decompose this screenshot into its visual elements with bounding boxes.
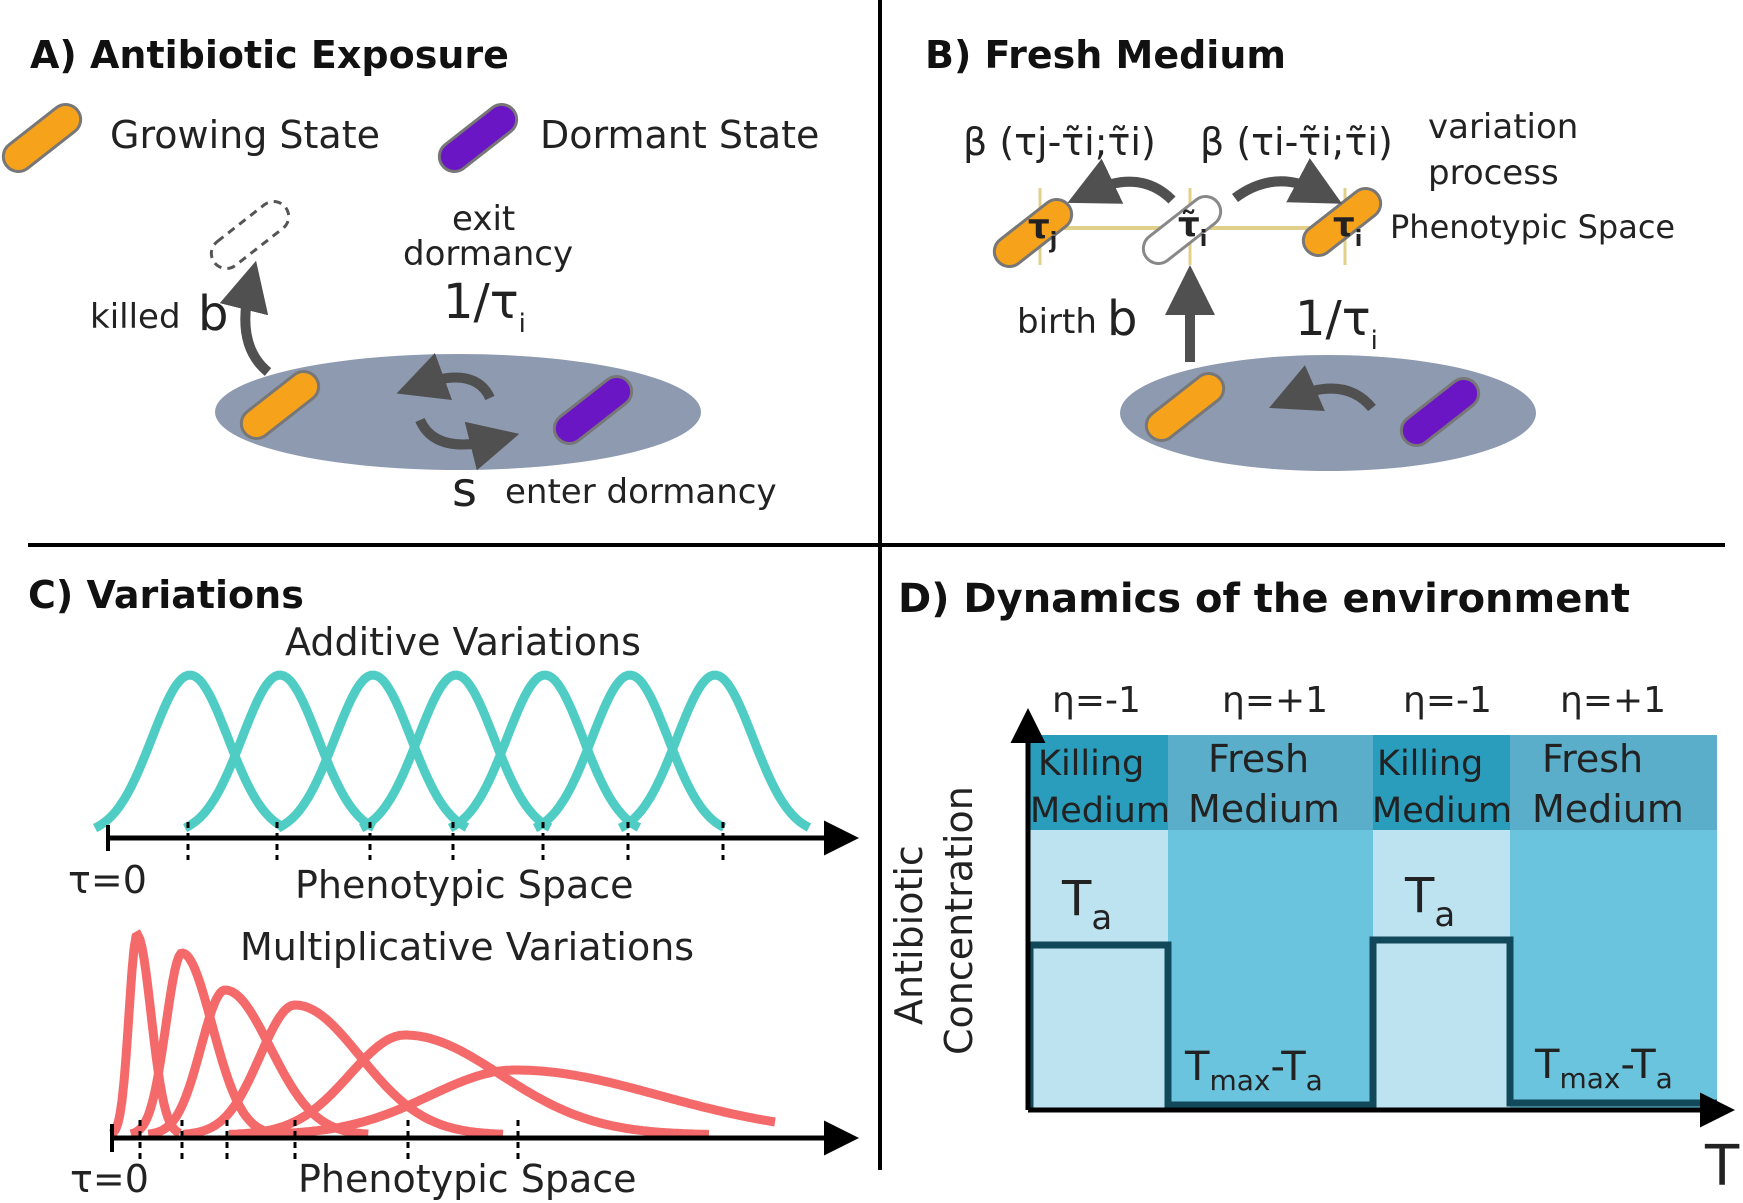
panel-b: B) Fresh Medium β (τj-τ̃i;τ̃i) β (τi-τ̃i… [925, 33, 1675, 471]
additive-curve [275, 670, 470, 833]
antibiotic-profile [1026, 936, 1717, 1109]
phase-4-eta: η=+1 [1560, 680, 1666, 721]
phase-2-eta: η=+1 [1222, 680, 1328, 721]
phase-3-eta: η=-1 [1403, 680, 1492, 721]
phenotypic-space-label-b: Phenotypic Space [1390, 208, 1675, 246]
multiplicative-curves [109, 929, 776, 1140]
panel-d: D) Dynamics of the environment η=-1 η=+1… [887, 576, 1740, 1199]
exit-dormancy-line2: dormancy [403, 234, 573, 274]
additive-curves [92, 670, 812, 833]
additive-curve [532, 670, 727, 833]
tau-i-label: τi [1333, 205, 1362, 252]
phase-3-band [1373, 735, 1510, 830]
growing-cell-b-icon [1144, 372, 1226, 442]
legend-growing-cell-icon [1, 103, 83, 173]
tau-tilde-label: τ̃i [1178, 205, 1207, 252]
multiplicative-curve [129, 948, 278, 1139]
birth-rate: b [1107, 291, 1137, 347]
phase-2-medium-line1: Fresh [1208, 737, 1309, 781]
variation-left-label: β (τj-τ̃i;τ̃i) [963, 120, 1156, 164]
exit-rate-b: 1/τi [1295, 291, 1378, 356]
exit-dormancy-arrow [396, 352, 495, 401]
cell-tau-tilde-icon [1141, 195, 1223, 265]
phase-4-medium-line2: Medium [1532, 787, 1684, 831]
multiplicative-axis-label: Phenotypic Space [298, 1157, 637, 1201]
phase-3-medium-line1: Killing [1377, 744, 1483, 784]
enter-dormancy-arrow [415, 417, 520, 471]
legend-dormant-label: Dormant State [540, 113, 819, 157]
dormant-cell-icon [552, 375, 634, 445]
enter-dormancy-label: enter dormancy [505, 472, 777, 512]
phase-3-medium-line2: Medium [1372, 791, 1512, 831]
exit-dormancy-line1: exit [452, 199, 515, 239]
panel-d-title: D) Dynamics of the environment [898, 576, 1630, 622]
killed-rate: b [198, 286, 228, 342]
wake-arrow-b [1269, 365, 1376, 412]
phase-3-duration: Ta [1404, 868, 1455, 935]
killed-label: killed [90, 297, 181, 337]
phase-2-medium-line2: Medium [1188, 787, 1340, 831]
phase-2-duration: Tmax-Ta [1184, 1044, 1323, 1097]
additive-curve [447, 670, 642, 833]
additive-curve [358, 670, 553, 833]
phase-1-medium-line2: Medium [1030, 791, 1170, 831]
phase-2-band [1168, 735, 1373, 830]
x-axis-label-d: T [1704, 1134, 1740, 1199]
cell-tau-j-icon [992, 198, 1074, 268]
growing-cell-icon [239, 370, 321, 440]
variation-process-line2: process [1428, 153, 1559, 193]
panel-c: C) Variations Additive Variations τ=0 Ph… [28, 573, 859, 1201]
dormant-cell-b-icon [1399, 377, 1481, 447]
multiplicative-ticks [138, 1120, 520, 1160]
multiplicative-curve [243, 1065, 776, 1140]
multiplicative-origin-label: τ=0 [70, 1157, 149, 1201]
additive-origin-label: τ=0 [68, 858, 147, 902]
y-axis-label-line1: Antibiotic [887, 845, 931, 1025]
variation-process-line1: variation [1428, 107, 1578, 147]
additive-curve [92, 670, 287, 833]
cell-tau-i-icon [1301, 187, 1383, 257]
legend-growing-label: Growing State [110, 113, 380, 157]
killed-cell-icon [209, 200, 291, 270]
multiplicative-curve [109, 929, 182, 1138]
phase-4-medium-line1: Fresh [1542, 737, 1643, 781]
phase-1-band [1028, 735, 1168, 830]
multiplicative-curve [228, 1030, 709, 1139]
phase-1-medium-line1: Killing [1038, 744, 1144, 784]
panel-c-title: C) Variations [28, 573, 304, 617]
panel-a-title: A) Antibiotic Exposure [30, 33, 509, 77]
phase-1-eta: η=-1 [1052, 680, 1141, 721]
tau-j-label: τj [1028, 207, 1057, 254]
killed-arrow [219, 260, 272, 376]
additive-curve [182, 670, 377, 833]
additive-axis-label: Phenotypic Space [295, 863, 634, 907]
additive-curve [617, 670, 812, 833]
multiplicative-title: Multiplicative Variations [240, 925, 694, 969]
variation-right-label: β (τi-τ̃i;τ̃i) [1200, 120, 1393, 164]
phase-4-duration: Tmax-Ta [1534, 1042, 1673, 1095]
panel-a: A) Antibiotic Exposure Growing State Dor… [1, 33, 819, 518]
y-axis-label-line2: Concentration [937, 786, 981, 1055]
variation-left-arrow [1067, 158, 1176, 204]
variation-right-arrow [1232, 158, 1343, 204]
legend-dormant-cell-icon [437, 103, 519, 173]
additive-title: Additive Variations [285, 620, 641, 664]
phase-4-band [1510, 735, 1717, 830]
multiplicative-curve [182, 1000, 504, 1139]
exit-dormancy-rate: 1/τi [443, 274, 526, 339]
birth-label: birth [1017, 302, 1097, 342]
phase-1-duration: Ta [1061, 871, 1112, 938]
enter-dormancy-rate: s [452, 462, 477, 518]
panel-b-title: B) Fresh Medium [925, 33, 1286, 77]
